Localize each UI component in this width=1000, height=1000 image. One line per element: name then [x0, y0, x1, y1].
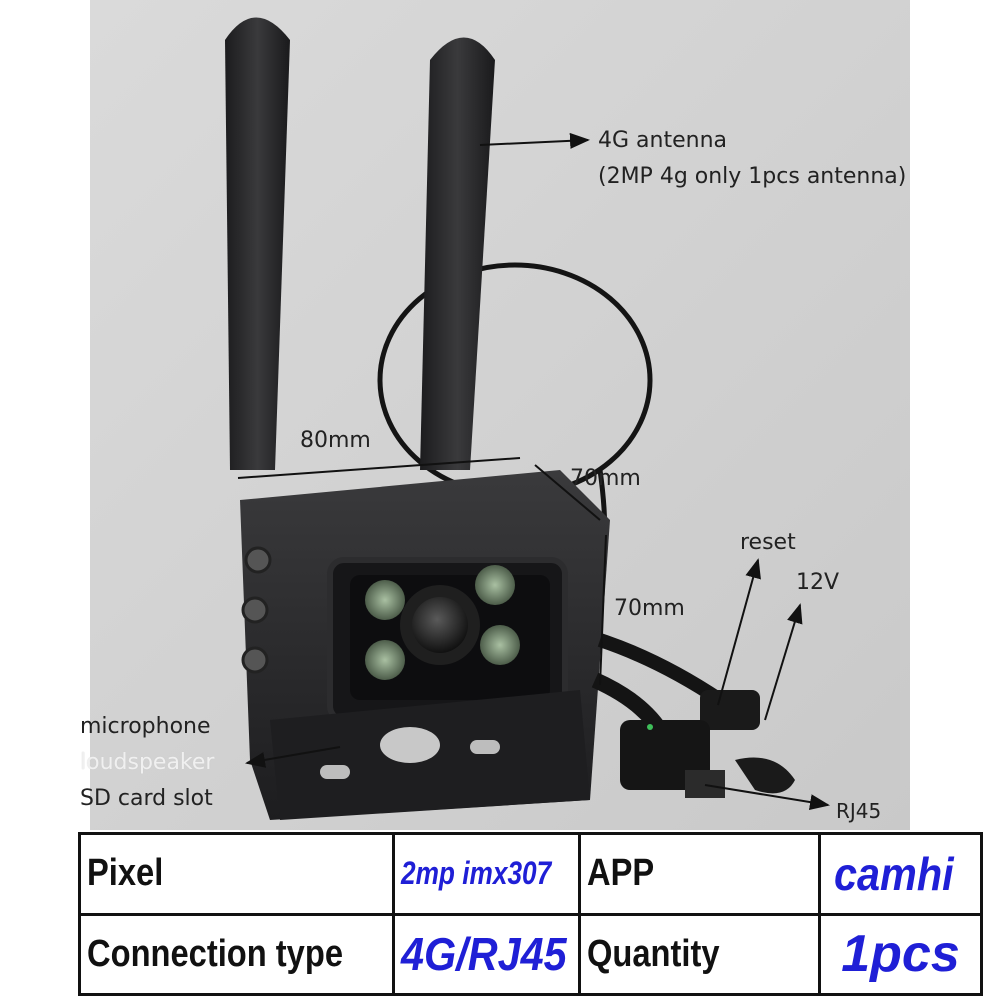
height-dimension: 70mm	[614, 596, 685, 621]
pixel-value: 2mp imx307	[401, 855, 552, 892]
spec-cell: camhi	[818, 832, 983, 916]
connection-label: Connection type	[87, 932, 344, 975]
ir-led	[475, 565, 515, 605]
antenna-label: 4G antenna	[598, 128, 727, 153]
app-value: camhi	[834, 847, 954, 900]
spec-cell: 1pcs	[818, 912, 983, 996]
left-antenna	[225, 17, 290, 470]
antenna-note: (2MP 4g only 1pcs antenna)	[598, 164, 907, 189]
table-row: Connection type 4G/RJ45 Quantity 1pcs	[78, 912, 983, 996]
spec-cell: 2mp imx307	[392, 832, 581, 916]
table-row: Pixel 2mp imx307 APP camhi	[78, 832, 983, 916]
app-label: APP	[587, 852, 655, 895]
spec-cell: Connection type	[78, 912, 395, 996]
ir-led	[365, 580, 405, 620]
power-label: 12V	[796, 570, 840, 595]
power-connector	[700, 690, 760, 730]
sd-card-label: SD card slot	[80, 786, 213, 811]
rj45-label: RJ45	[836, 799, 882, 823]
pixel-label: Pixel	[87, 852, 164, 895]
quantity-value: 1pcs	[841, 925, 960, 984]
camera-photo	[90, 0, 910, 830]
spec-cell: APP	[578, 832, 821, 916]
microphone-label: microphone	[80, 714, 211, 739]
spec-cell: Pixel	[78, 832, 395, 916]
ir-led	[365, 640, 405, 680]
right-antenna	[420, 37, 495, 470]
spec-table: Pixel 2mp imx307 APP camhi Connection ty…	[78, 832, 983, 996]
ir-led	[480, 625, 520, 665]
depth-dimension: 70mm	[570, 466, 641, 491]
width-dimension: 80mm	[300, 428, 371, 453]
lens	[412, 597, 468, 653]
loudspeaker-label: loudspeaker	[80, 750, 215, 775]
connection-value: 4G/RJ45	[401, 928, 567, 981]
spec-cell: 4G/RJ45	[392, 912, 581, 996]
reset-label: reset	[740, 530, 796, 555]
quantity-label: Quantity	[587, 932, 720, 975]
spec-cell: Quantity	[578, 912, 821, 996]
